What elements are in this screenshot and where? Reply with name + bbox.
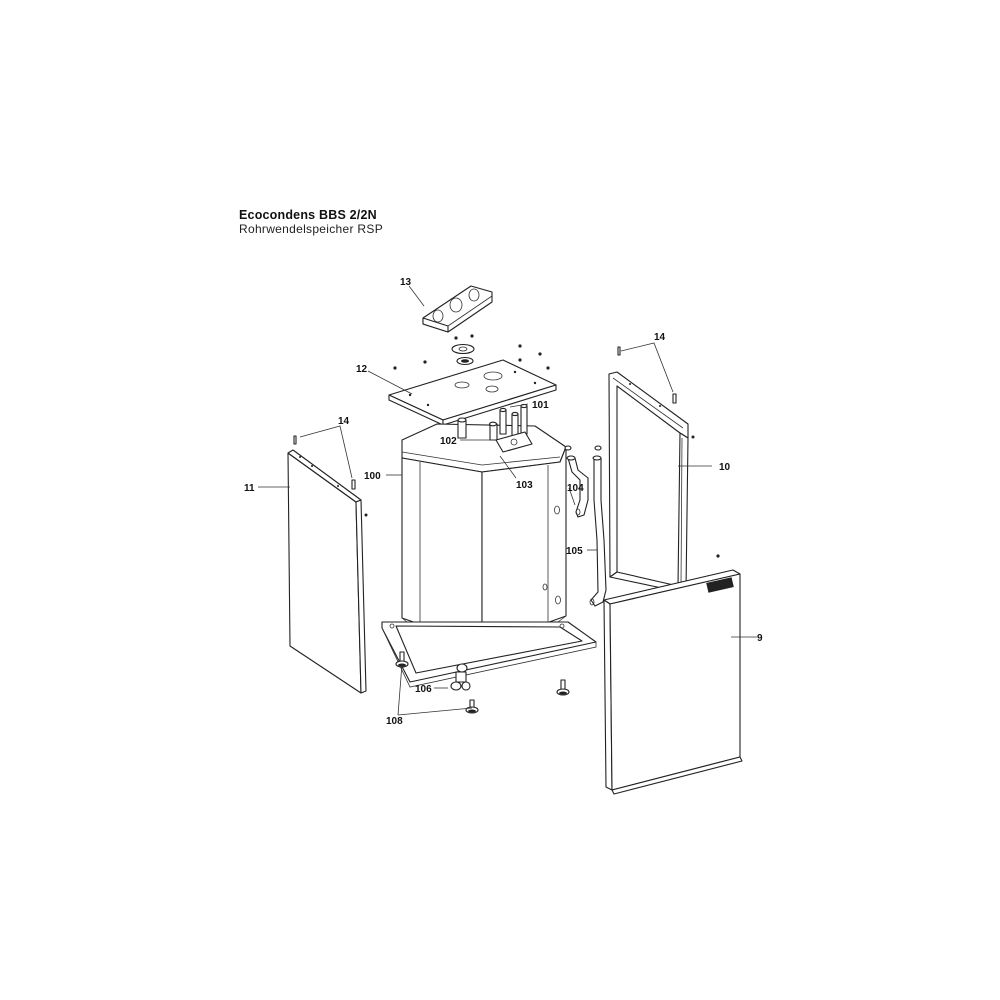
part-flange-rings [451, 343, 475, 366]
part-106-drain-valve [450, 663, 471, 691]
label-12: 12 [356, 364, 368, 375]
part-13-connection-cover [422, 285, 493, 333]
fasteners-top [393, 334, 550, 370]
label-103: 103 [516, 480, 533, 491]
part-11-left-side-panel [287, 449, 368, 694]
part-100-storage-tank [401, 423, 567, 647]
label-105: 105 [566, 546, 583, 557]
part-14-clip-right [617, 346, 677, 404]
part-9-front-door [603, 554, 743, 795]
diagram-title: Ecocondens BBS 2/2N [239, 208, 377, 222]
part-104-105-pipes [564, 445, 607, 607]
label-9: 9 [757, 633, 763, 644]
part-101-102-103-connections [457, 403, 533, 453]
part-number-labels: 13 12 14 11 14 10 9 100 101 102 103 104 … [244, 277, 763, 727]
label-10: 10 [719, 462, 731, 473]
leader-lines [258, 285, 757, 716]
part-10-rear-frame [608, 371, 695, 591]
label-13: 13 [400, 277, 412, 288]
label-14-right: 14 [654, 332, 666, 343]
part-12-top-plate [388, 359, 557, 426]
diagram-subtitle: Rohrwendelspeicher RSP [239, 222, 384, 236]
label-101: 101 [532, 400, 549, 411]
label-104: 104 [567, 483, 584, 494]
part-base-frame [381, 621, 597, 688]
label-102: 102 [440, 436, 457, 447]
label-14-left: 14 [338, 416, 350, 427]
label-106: 106 [415, 684, 432, 695]
part-14-clip-left [293, 435, 356, 490]
label-108: 108 [386, 716, 403, 727]
label-11: 11 [244, 483, 255, 494]
label-100: 100 [364, 471, 381, 482]
